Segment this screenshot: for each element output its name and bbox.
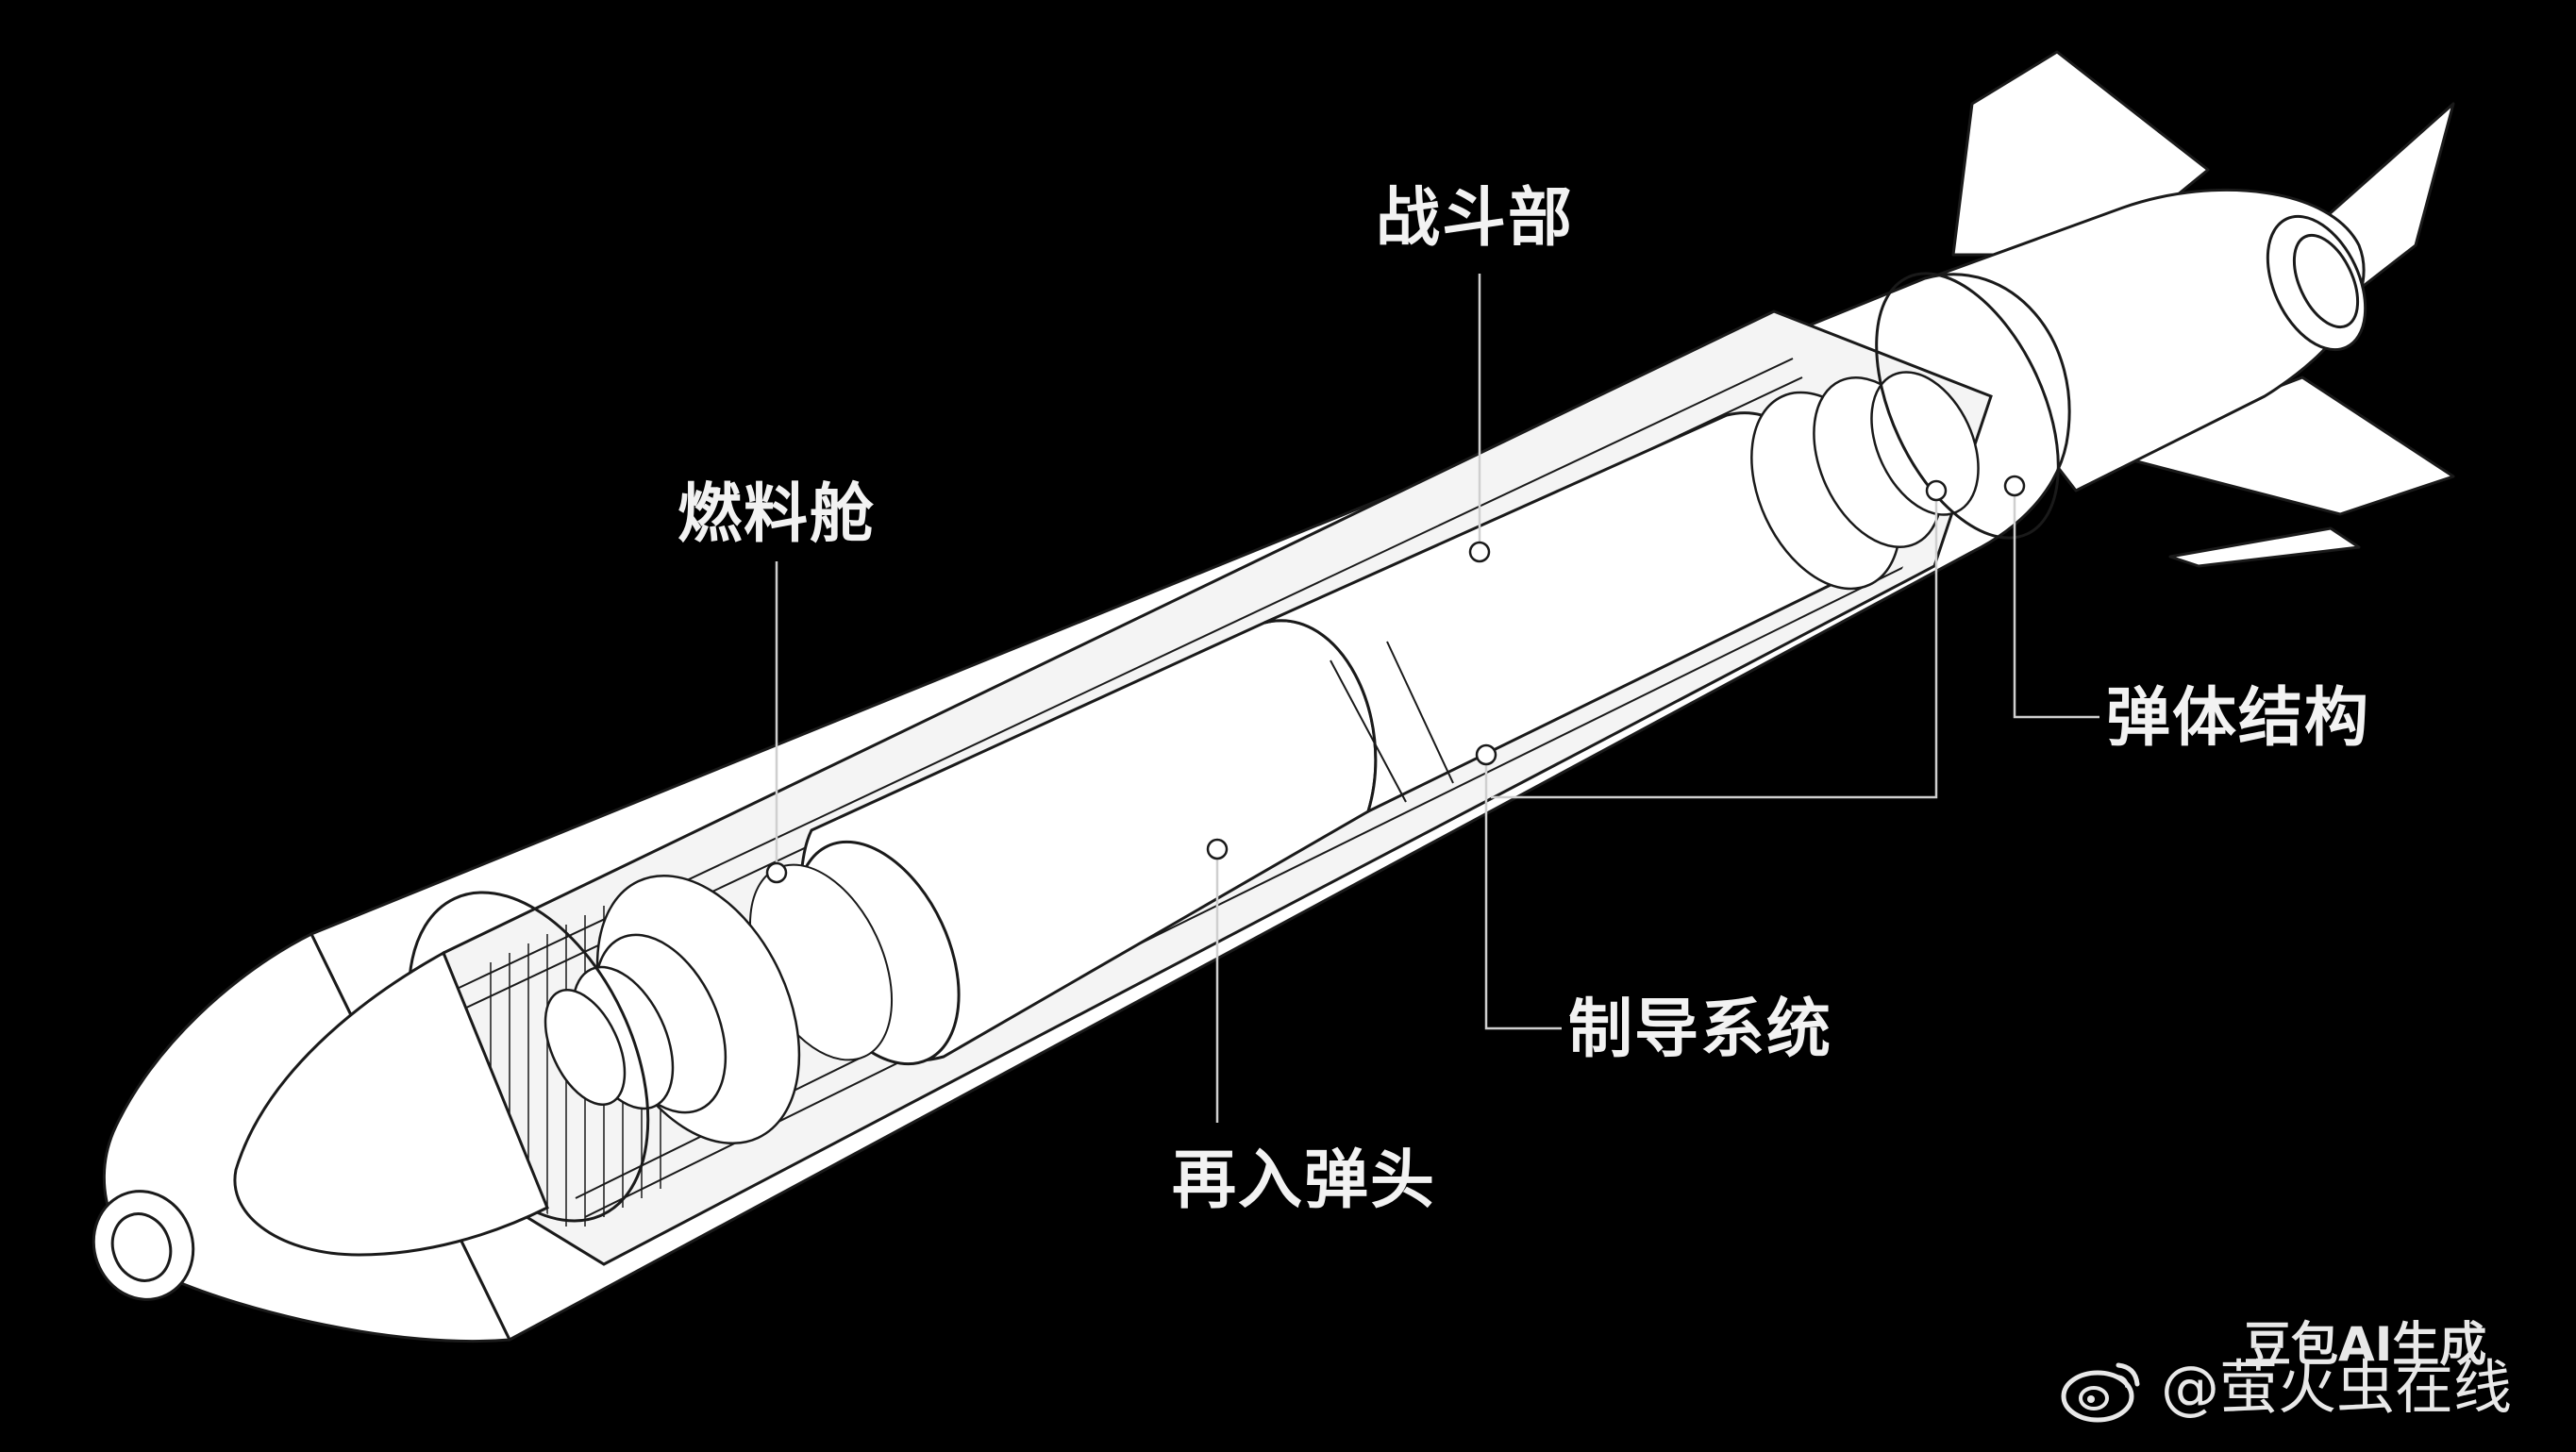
label-fuel-tank: 燃料舱 — [677, 477, 877, 552]
watermark-ai-generated: 豆包AI生成 — [2244, 1317, 2487, 1372]
label-guidance-system: 制导系统 — [1568, 993, 1833, 1067]
rear-bulkhead — [1875, 272, 2060, 540]
cutaway-section — [407, 272, 2060, 1266]
dot-guidance-system — [1475, 743, 1497, 766]
label-reentry-warhead: 再入弹头 — [1172, 1143, 1437, 1218]
leader-dots — [765, 475, 2026, 884]
weibo-logo-icon — [2060, 1354, 2145, 1425]
dot-airframe-structure — [2003, 475, 2026, 497]
rail-lower — [584, 556, 1926, 1218]
rear-tank-assembly — [1750, 371, 1980, 591]
label-warhead-section: 战斗部 — [1376, 181, 1575, 256]
leader-guidance-upper — [1491, 498, 1938, 799]
section-seam-2 — [1386, 641, 1454, 784]
leader-guidance-system — [1484, 759, 1562, 1030]
nose-radome — [233, 950, 549, 1257]
dot-warhead-section — [1468, 541, 1491, 563]
nozzle-inner — [2292, 233, 2360, 329]
leader-airframe-structure — [2013, 491, 2099, 719]
dot-reentry-warhead — [1206, 838, 1229, 860]
section-seam-1 — [1330, 659, 1407, 803]
guidance-mechanism — [544, 874, 801, 1145]
leader-lines — [775, 274, 2099, 1123]
label-airframe-structure: 弹体结构 — [2106, 681, 2371, 756]
dot-guidance-upper — [1925, 479, 1948, 502]
watermark-account: @萤火虫在线 — [2161, 1353, 2513, 1422]
nose-tip-inner — [110, 1212, 173, 1282]
fin-lower-shadow — [2168, 526, 2361, 568]
dot-fuel-tank — [765, 861, 788, 884]
